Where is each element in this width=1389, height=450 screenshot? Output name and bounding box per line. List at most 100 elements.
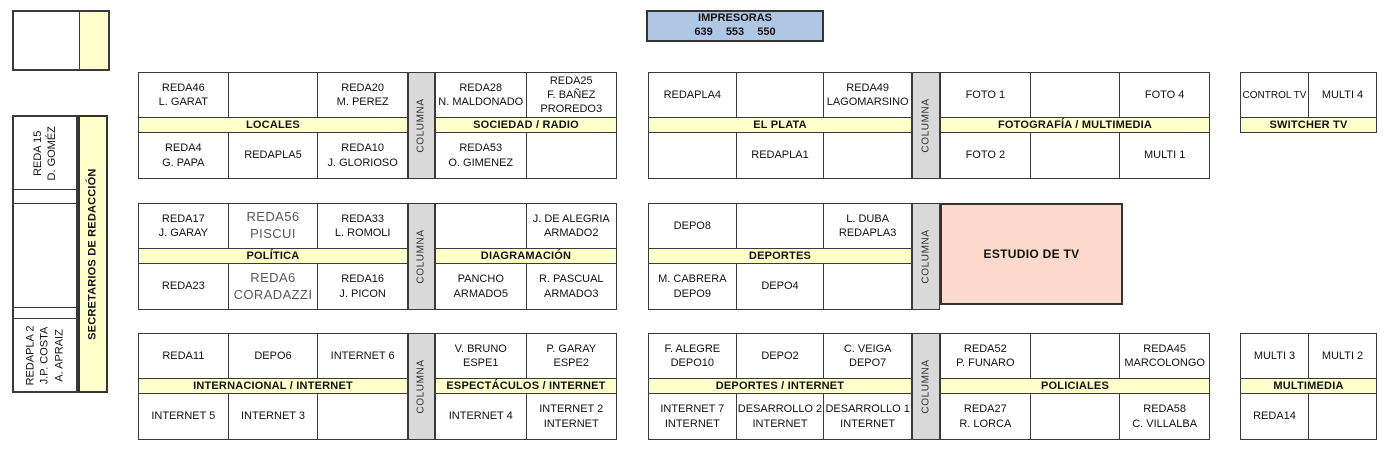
desk-cell: C. VEIGA DEPO7 bbox=[824, 334, 911, 378]
desk-cell: REDA33 L. ROMOLI bbox=[318, 204, 407, 248]
desk-cell: REDAPLA 2 J.P. COSTA A. APRAIZ bbox=[14, 319, 76, 391]
block-sociedad-radio: REDA28 N. MALDONADO REDA25 F. BAÑEZ PROR… bbox=[435, 72, 617, 179]
columna-label: COLUMNA bbox=[920, 359, 932, 414]
block-locales: REDA46 L. GARAT REDA20 M. PEREZ LOCALES … bbox=[138, 72, 408, 179]
desk-cell-empty bbox=[526, 133, 616, 178]
columna-pillar: COLUMNA bbox=[912, 333, 940, 440]
desk-cell: R. PASCUAL ARMADO3 bbox=[526, 264, 616, 309]
desk-cell-empty bbox=[649, 133, 736, 178]
block-espectaculos-internet: V. BRUNO ESPE1 P. GARAY ESPE2 ESPECTÁCUL… bbox=[435, 333, 617, 440]
desk-cell: FOTO 1 bbox=[941, 73, 1030, 117]
estudio-de-tv-label: ESTUDIO DE TV bbox=[983, 247, 1080, 261]
desk-cell: DEPO2 bbox=[736, 334, 824, 378]
desk-cell: INTERNET 5 bbox=[139, 394, 228, 439]
desk-cell-empty bbox=[228, 73, 318, 117]
desk-cell: REDAPLA1 bbox=[736, 133, 824, 178]
section-label-internacional-internet: INTERNACIONAL / INTERNET bbox=[139, 379, 407, 393]
desk-cell: REDA14 bbox=[1241, 394, 1308, 439]
desk-cell: P. GARAY ESPE2 bbox=[526, 334, 616, 378]
desk-cell-empty bbox=[1309, 394, 1376, 439]
desk-cell-empty bbox=[1030, 133, 1120, 178]
desk-cell: DEPO6 bbox=[228, 334, 318, 378]
desk-cell: REDA56 PISCUI bbox=[228, 204, 318, 248]
desk-cell: MULTI 2 bbox=[1309, 334, 1376, 378]
desk-cell: INTERNET 3 bbox=[228, 394, 318, 439]
section-label-diagramacion: DIAGRAMACIÓN bbox=[436, 249, 616, 263]
desk-cell: REDA17 J. GARAY bbox=[139, 204, 228, 248]
desk-cell: INTERNET 4 bbox=[436, 394, 526, 439]
desk-cell: REDA20 M. PEREZ bbox=[318, 73, 407, 117]
desk-cell-empty bbox=[824, 264, 911, 309]
desk-cell-empty bbox=[14, 204, 76, 307]
section-label-deportes: DEPORTES bbox=[649, 249, 911, 263]
desk-cell: FOTO 4 bbox=[1120, 73, 1209, 117]
section-label-locales: LOCALES bbox=[139, 118, 407, 132]
block-politica: REDA17 J. GARAY REDA56 PISCUI REDA33 L. … bbox=[138, 203, 408, 310]
printers-box: IMPRESORAS 639 553 550 bbox=[646, 10, 824, 42]
secretarios-band: SECRETARIOS DE REDACCIÓN bbox=[78, 115, 108, 393]
desk-cell: REDA45 MARCOLONGO bbox=[1120, 334, 1209, 378]
desk-label: REDAPLA 2 J.P. COSTA A. APRAIZ bbox=[24, 325, 66, 385]
columna-pillar: COLUMNA bbox=[912, 203, 940, 310]
block-deportes: DEPO8 L. DUBA REDAPLA3 DEPORTES M. CABRE… bbox=[648, 203, 912, 310]
desk-cell: REDA23 bbox=[139, 264, 228, 309]
desk-cell-empty bbox=[824, 133, 911, 178]
desk-cell: REDA28 N. MALDONADO bbox=[436, 73, 526, 117]
columna-label: COLUMNA bbox=[416, 229, 427, 284]
section-label-policiales: POLICIALES bbox=[941, 379, 1209, 393]
desk-cell: M. CABRERA DEPO9 bbox=[649, 264, 736, 309]
columna-pillar: COLUMNA bbox=[408, 333, 435, 440]
columna-pillar: COLUMNA bbox=[408, 203, 435, 310]
block-el-plata: REDAPLA4 REDA49 LAGOMARSINO EL PLATA RED… bbox=[648, 72, 912, 179]
desk-cell: REDAPLA5 bbox=[228, 133, 318, 178]
section-label-espectaculos-internet: ESPECTÁCULOS / INTERNET bbox=[436, 379, 616, 393]
desk-cell: FOTO 2 bbox=[941, 133, 1030, 178]
columna-label: COLUMNA bbox=[920, 229, 932, 284]
desk-cell: CONTROL TV bbox=[1241, 73, 1308, 117]
block-diagramacion: J. DE ALEGRIA ARMADO2 DIAGRAMACIÓN PANCH… bbox=[435, 203, 617, 310]
left-desk-column: REDA 15 D. GOMÉZ REDAPLA 2 J.P. COSTA A.… bbox=[12, 115, 78, 393]
columna-pillar: COLUMNA bbox=[912, 72, 940, 179]
desk-cell-empty bbox=[736, 204, 824, 248]
desk-cell-empty bbox=[1030, 334, 1120, 378]
desk-cell: MULTI 1 bbox=[1120, 133, 1209, 178]
columna-label: COLUMNA bbox=[416, 98, 427, 153]
columna-label: COLUMNA bbox=[416, 359, 427, 414]
block-switcher-tv: CONTROL TV MULTI 4 SWITCHER TV bbox=[1240, 72, 1377, 133]
section-label-sociedad-radio: SOCIEDAD / RADIO bbox=[436, 118, 616, 132]
block-internacional-internet: REDA11 DEPO6 INTERNET 6 INTERNACIONAL / … bbox=[138, 333, 408, 440]
section-label-switcher-tv: SWITCHER TV bbox=[1241, 118, 1376, 132]
section-label-deportes-internet: DEPORTES / INTERNET bbox=[649, 379, 911, 393]
section-label-el-plata: EL PLATA bbox=[649, 118, 911, 132]
printers-numbers: 639 553 550 bbox=[694, 26, 776, 38]
corner-desk-yellow-cell bbox=[80, 12, 108, 69]
desk-cell: REDA10 J. GLORIOSO bbox=[318, 133, 407, 178]
desk-cell-empty bbox=[14, 190, 76, 203]
block-policiales: REDA52 P. FUNARO REDA45 MARCOLONGO POLIC… bbox=[940, 333, 1210, 440]
columna-label: COLUMNA bbox=[920, 98, 932, 153]
secretarios-label: SECRETARIOS DE REDACCIÓN bbox=[86, 168, 99, 340]
desk-label: REDA 15 D. GOMÉZ bbox=[31, 125, 58, 181]
desk-cell: F. ALEGRE DEPO10 bbox=[649, 334, 736, 378]
desk-cell-empty bbox=[436, 204, 526, 248]
desk-cell: REDA11 bbox=[139, 334, 228, 378]
desk-cell: REDAPLA4 bbox=[649, 73, 736, 117]
desk-cell: REDA49 LAGOMARSINO bbox=[824, 73, 911, 117]
block-fotografia-multimedia: FOTO 1 FOTO 4 FOTOGRAFÍA / MULTIMEDIA FO… bbox=[940, 72, 1210, 179]
desk-cell: V. BRUNO ESPE1 bbox=[436, 334, 526, 378]
desk-cell: REDA4 G. PAPA bbox=[139, 133, 228, 178]
section-label-fotografia-multimedia: FOTOGRAFÍA / MULTIMEDIA bbox=[941, 118, 1209, 132]
desk-cell: REDA6 CORADAZZI bbox=[228, 264, 318, 309]
desk-cell-empty bbox=[14, 308, 76, 318]
desk-cell-empty bbox=[318, 394, 407, 439]
block-multimedia: MULTI 3 MULTI 2 MULTIMEDIA REDA14 bbox=[1240, 333, 1377, 440]
section-label-politica: POLÍTICA bbox=[139, 249, 407, 263]
desk-cell: PANCHO ARMADO5 bbox=[436, 264, 526, 309]
corner-desk-empty-cell bbox=[14, 12, 79, 69]
desk-cell: DEPO8 bbox=[649, 204, 736, 248]
desk-cell: INTERNET 6 bbox=[318, 334, 407, 378]
desk-cell-empty bbox=[1030, 394, 1120, 439]
desk-cell: REDA58 C. VILLALBA bbox=[1120, 394, 1209, 439]
desk-cell: J. DE ALEGRIA ARMADO2 bbox=[526, 204, 616, 248]
